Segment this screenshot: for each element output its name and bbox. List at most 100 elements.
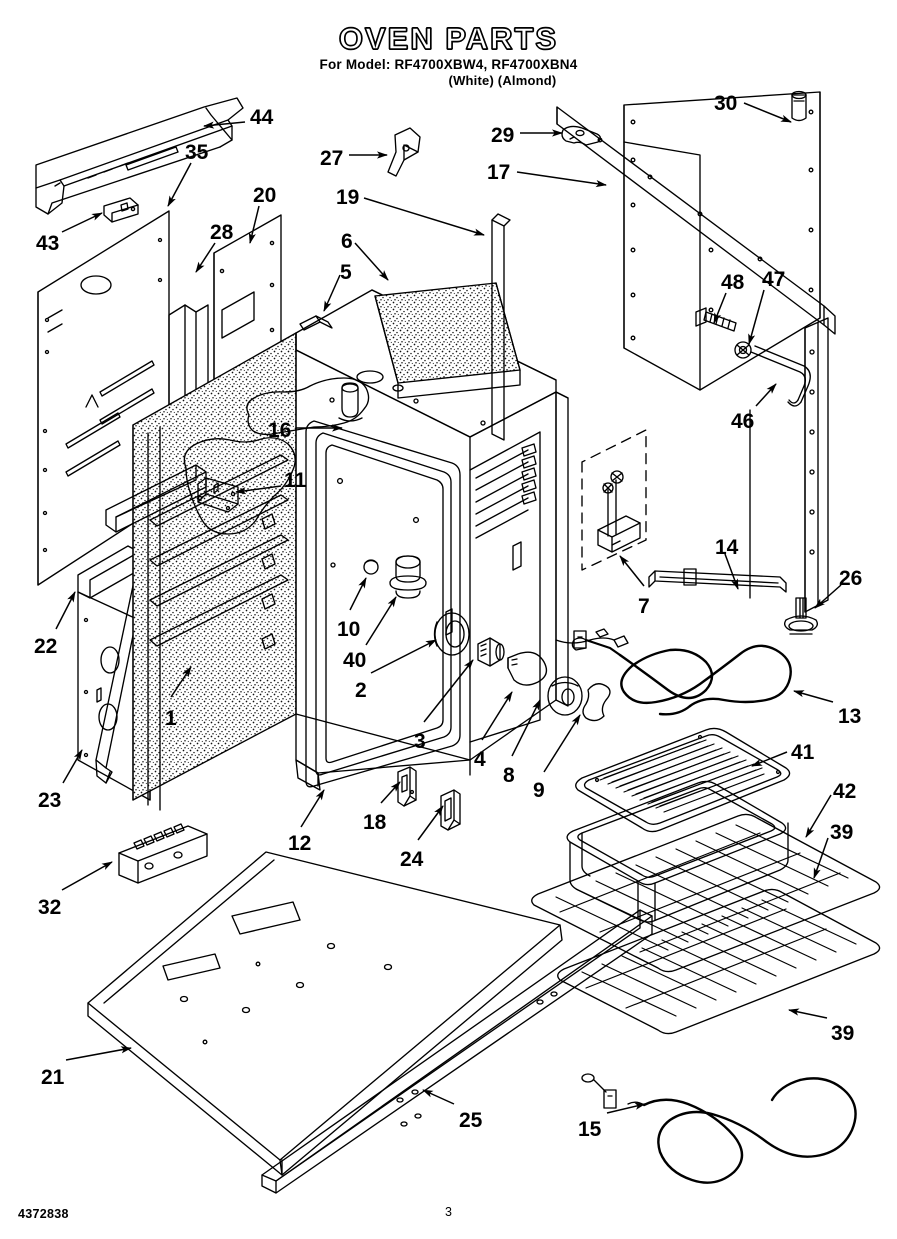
part-3-lamp-socket bbox=[477, 637, 505, 667]
part-39-oven-rack-lower bbox=[557, 888, 881, 1035]
callout-leader-19 bbox=[363, 197, 485, 236]
finish-line: (White) (Almond) bbox=[448, 73, 557, 88]
part-39-oven-rack-upper bbox=[531, 813, 881, 973]
callout-leader-23 bbox=[62, 749, 83, 784]
part-19-rear-divider bbox=[491, 213, 511, 441]
oven-cavity-body bbox=[295, 349, 569, 788]
callout-leader-10 bbox=[349, 577, 367, 611]
part-13-bake-element bbox=[571, 637, 792, 716]
callout-leader-32 bbox=[61, 861, 113, 891]
callout-label-35: 35 bbox=[185, 141, 209, 164]
part-25-front-frame-rail bbox=[261, 909, 653, 1194]
part-14-element-support bbox=[573, 568, 787, 649]
callout-label-13: 13 bbox=[838, 705, 862, 728]
part-9-retainer-clip bbox=[582, 683, 611, 722]
part-4-lamp-bulb bbox=[507, 651, 548, 686]
callout-leader-47 bbox=[748, 289, 765, 345]
callout-leader-9 bbox=[543, 714, 581, 773]
callout-leader-17 bbox=[516, 171, 607, 188]
callout-label-19: 19 bbox=[336, 186, 360, 209]
callout-leader-4 bbox=[481, 691, 513, 741]
callout-leader-39 bbox=[813, 837, 829, 879]
callout-label-14: 14 bbox=[715, 536, 739, 559]
callout-label-8: 8 bbox=[503, 764, 515, 787]
part-8-knob-cap bbox=[547, 676, 583, 716]
callout-leader-13 bbox=[793, 690, 834, 703]
part-44-trim-rail bbox=[35, 97, 244, 215]
callout-leader-2 bbox=[370, 639, 437, 674]
callout-leader-44 bbox=[203, 121, 246, 129]
callout-label-40: 40 bbox=[343, 649, 367, 672]
part-32-terminal-block bbox=[118, 823, 208, 884]
callout-label-4: 4 bbox=[474, 748, 486, 771]
callout-label-29: 29 bbox=[491, 124, 515, 147]
callout-label-2: 2 bbox=[355, 679, 367, 702]
part-29-mounting-plate bbox=[561, 125, 601, 146]
part-43-bracket-clip bbox=[103, 197, 139, 223]
callout-leader-26 bbox=[814, 584, 842, 609]
callout-leader-11 bbox=[235, 485, 282, 495]
callout-label-3: 3 bbox=[414, 730, 426, 753]
callout-leader-41 bbox=[751, 751, 788, 767]
callout-label-16: 16 bbox=[268, 419, 292, 442]
callout-leader-42 bbox=[805, 794, 832, 838]
part-30-plug-insert bbox=[791, 90, 807, 122]
callout-leader-46 bbox=[755, 383, 777, 407]
callout-label-27: 27 bbox=[320, 147, 344, 170]
part-46-handle-rod bbox=[750, 345, 811, 407]
callout-label-1: 1 bbox=[165, 707, 177, 730]
callout-leader-30 bbox=[743, 102, 792, 123]
part-7-thermostat-assembly bbox=[581, 429, 647, 571]
callout-label-39b: 39 bbox=[831, 1022, 855, 1045]
model-line: For Model: RF4700XBW4, RF4700XBN4 bbox=[319, 57, 578, 72]
callout-leader-12 bbox=[300, 789, 325, 828]
callout-label-24: 24 bbox=[400, 848, 424, 871]
callout-leader-7 bbox=[619, 555, 645, 587]
callout-leader-28 bbox=[195, 242, 216, 273]
callout-label-39: 39 bbox=[830, 821, 854, 844]
part-24-door-strike bbox=[440, 789, 461, 831]
callout-leader-25 bbox=[422, 1089, 455, 1105]
callout-label-12: 12 bbox=[288, 832, 312, 855]
callout-leader-1 bbox=[170, 666, 192, 698]
callout-label-5: 5 bbox=[340, 261, 352, 284]
callout-leader-20 bbox=[248, 205, 260, 244]
callout-label-23: 23 bbox=[38, 789, 62, 812]
callout-leader-15 bbox=[606, 1102, 646, 1114]
callout-label-47: 47 bbox=[762, 268, 786, 291]
callout-leader-48 bbox=[713, 292, 727, 324]
rear-top-rail bbox=[556, 106, 836, 335]
callout-leader-35 bbox=[167, 162, 192, 207]
callout-label-25: 25 bbox=[459, 1109, 483, 1132]
callout-label-48: 48 bbox=[721, 271, 745, 294]
callout-label-28: 28 bbox=[210, 221, 234, 244]
callout-label-21: 21 bbox=[41, 1066, 65, 1089]
callout-label-22: 22 bbox=[34, 635, 58, 658]
callout-label-10: 10 bbox=[337, 618, 361, 641]
part-11-switch-blob bbox=[183, 437, 296, 535]
callout-label-26: 26 bbox=[839, 567, 863, 590]
part-42-broiler-pan bbox=[566, 780, 789, 923]
callout-label-17: 17 bbox=[487, 161, 511, 184]
callout-leader-43 bbox=[61, 212, 103, 233]
part-5-6-cavity-top-insulation bbox=[295, 282, 557, 438]
footer-part-number: 4372838 bbox=[18, 1207, 69, 1221]
callout-leader-18 bbox=[380, 781, 401, 804]
part-27-hinge-bracket bbox=[387, 127, 421, 177]
callout-label-20: 20 bbox=[253, 184, 277, 207]
callout-leader-3 bbox=[423, 659, 474, 723]
footer-page-number: 3 bbox=[445, 1205, 452, 1219]
parts-10-40-2-cavity-hardware bbox=[363, 555, 470, 656]
part-26-leveling-leg bbox=[749, 409, 818, 635]
callout-label-43: 43 bbox=[36, 232, 60, 255]
callout-label-42: 42 bbox=[833, 780, 857, 803]
callout-leader-8 bbox=[511, 699, 541, 757]
diagram-header: OVEN PARTS For Model: RF4700XBW4, RF4700… bbox=[0, 21, 897, 88]
callout-leader-5 bbox=[323, 274, 341, 312]
callout-label-44: 44 bbox=[250, 106, 274, 129]
callout-leader-39b bbox=[788, 1008, 828, 1019]
callout-label-41: 41 bbox=[791, 741, 815, 764]
cavity-wire-harness bbox=[555, 635, 629, 648]
